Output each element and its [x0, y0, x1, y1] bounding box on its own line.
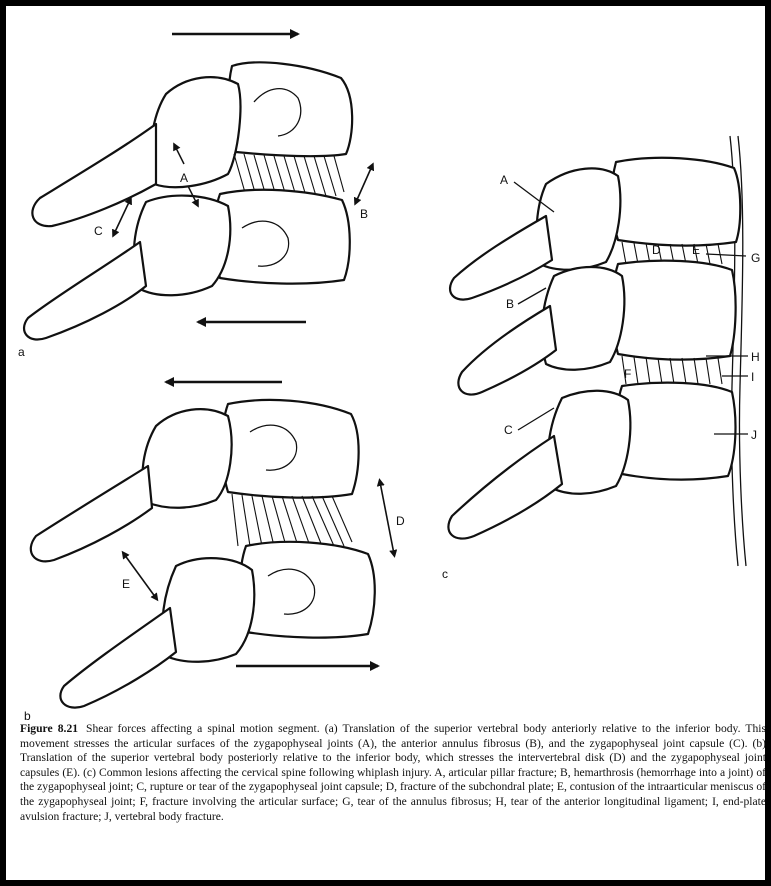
- inferior-spinous-process-a: [24, 242, 146, 340]
- superior-spinous-process-a: [32, 124, 156, 226]
- c-vertebra-3: [616, 383, 735, 480]
- label-c-I: I: [751, 370, 754, 384]
- inferior-vertebral-body-b: [240, 542, 375, 638]
- inferior-articular-process-a: [134, 196, 230, 296]
- figure-page: A B C a D E b: [6, 6, 765, 880]
- label-c-F: F: [624, 367, 631, 381]
- c-spinous-3: [448, 436, 562, 539]
- label-c-A: A: [500, 173, 508, 187]
- superior-spinous-process-b: [31, 466, 152, 561]
- label-a-A: A: [180, 171, 188, 185]
- label-a-B: B: [360, 207, 368, 221]
- c-vertebra-2: [612, 261, 736, 360]
- inferior-vertebral-body-a: [214, 190, 350, 284]
- label-c-H: H: [751, 350, 760, 364]
- panel-label-a: a: [18, 345, 25, 359]
- label-c-C: C: [504, 423, 513, 437]
- label-c-D: D: [652, 243, 661, 257]
- panel-label-b: b: [24, 709, 31, 723]
- c-vertebra-1: [612, 158, 741, 246]
- label-c-G: G: [751, 251, 760, 265]
- panel-c-drawing: [448, 136, 748, 566]
- panel-b-drawing: [31, 382, 394, 708]
- caption-text: Shear forces affecting a spinal motion s…: [20, 722, 765, 823]
- caption-title: Figure 8.21: [20, 722, 78, 735]
- inferior-spinous-process-b: [60, 608, 176, 708]
- panel-label-c: c: [442, 567, 448, 581]
- label-c-E: E: [692, 243, 700, 257]
- c-articular-2: [542, 267, 625, 370]
- label-b-D: D: [396, 514, 405, 528]
- superior-articular-process-b: [142, 409, 231, 508]
- spine-illustration: A B C a D E b: [6, 6, 765, 726]
- label-c-B: B: [506, 297, 514, 311]
- disk-hatch-b: [232, 494, 352, 546]
- c-spinous-1: [450, 216, 552, 300]
- label-c-J: J: [751, 428, 757, 442]
- label-b-E: E: [122, 577, 130, 591]
- superior-vertebral-body-a: [229, 62, 353, 156]
- panel-a-drawing: [24, 34, 372, 340]
- superior-articular-process-a: [150, 77, 240, 187]
- c-spinous-2: [458, 306, 556, 395]
- superior-vertebral-body-b: [222, 400, 359, 498]
- label-a-C: C: [94, 224, 103, 238]
